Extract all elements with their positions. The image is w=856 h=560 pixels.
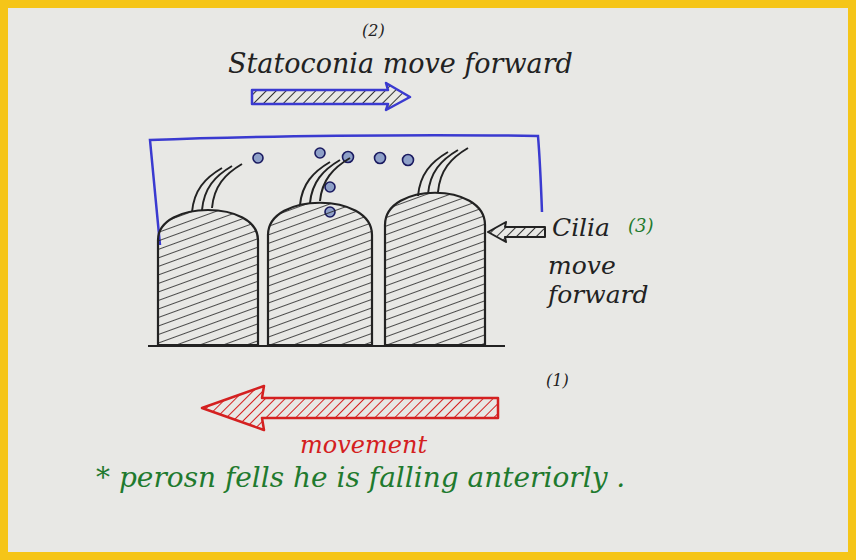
hair-cells <box>158 193 485 345</box>
cilia-motion-label: move forward <box>548 252 678 310</box>
sensation-note: * perosn fells he is falling anteriorly … <box>96 462 625 494</box>
callout-number: (3) <box>628 216 654 237</box>
cilia-label: Cilia <box>552 214 610 243</box>
cilia-pointer <box>488 222 545 242</box>
movement-arrow <box>202 386 498 430</box>
callout-number: (2) <box>362 22 385 40</box>
movement-label: movement <box>300 432 427 460</box>
callout-number: (1) <box>546 372 569 390</box>
statoconia-label: Statoconia move forward <box>228 48 573 79</box>
statoconia-arrow <box>252 83 410 110</box>
cilia <box>192 148 468 212</box>
base-line <box>148 345 505 347</box>
